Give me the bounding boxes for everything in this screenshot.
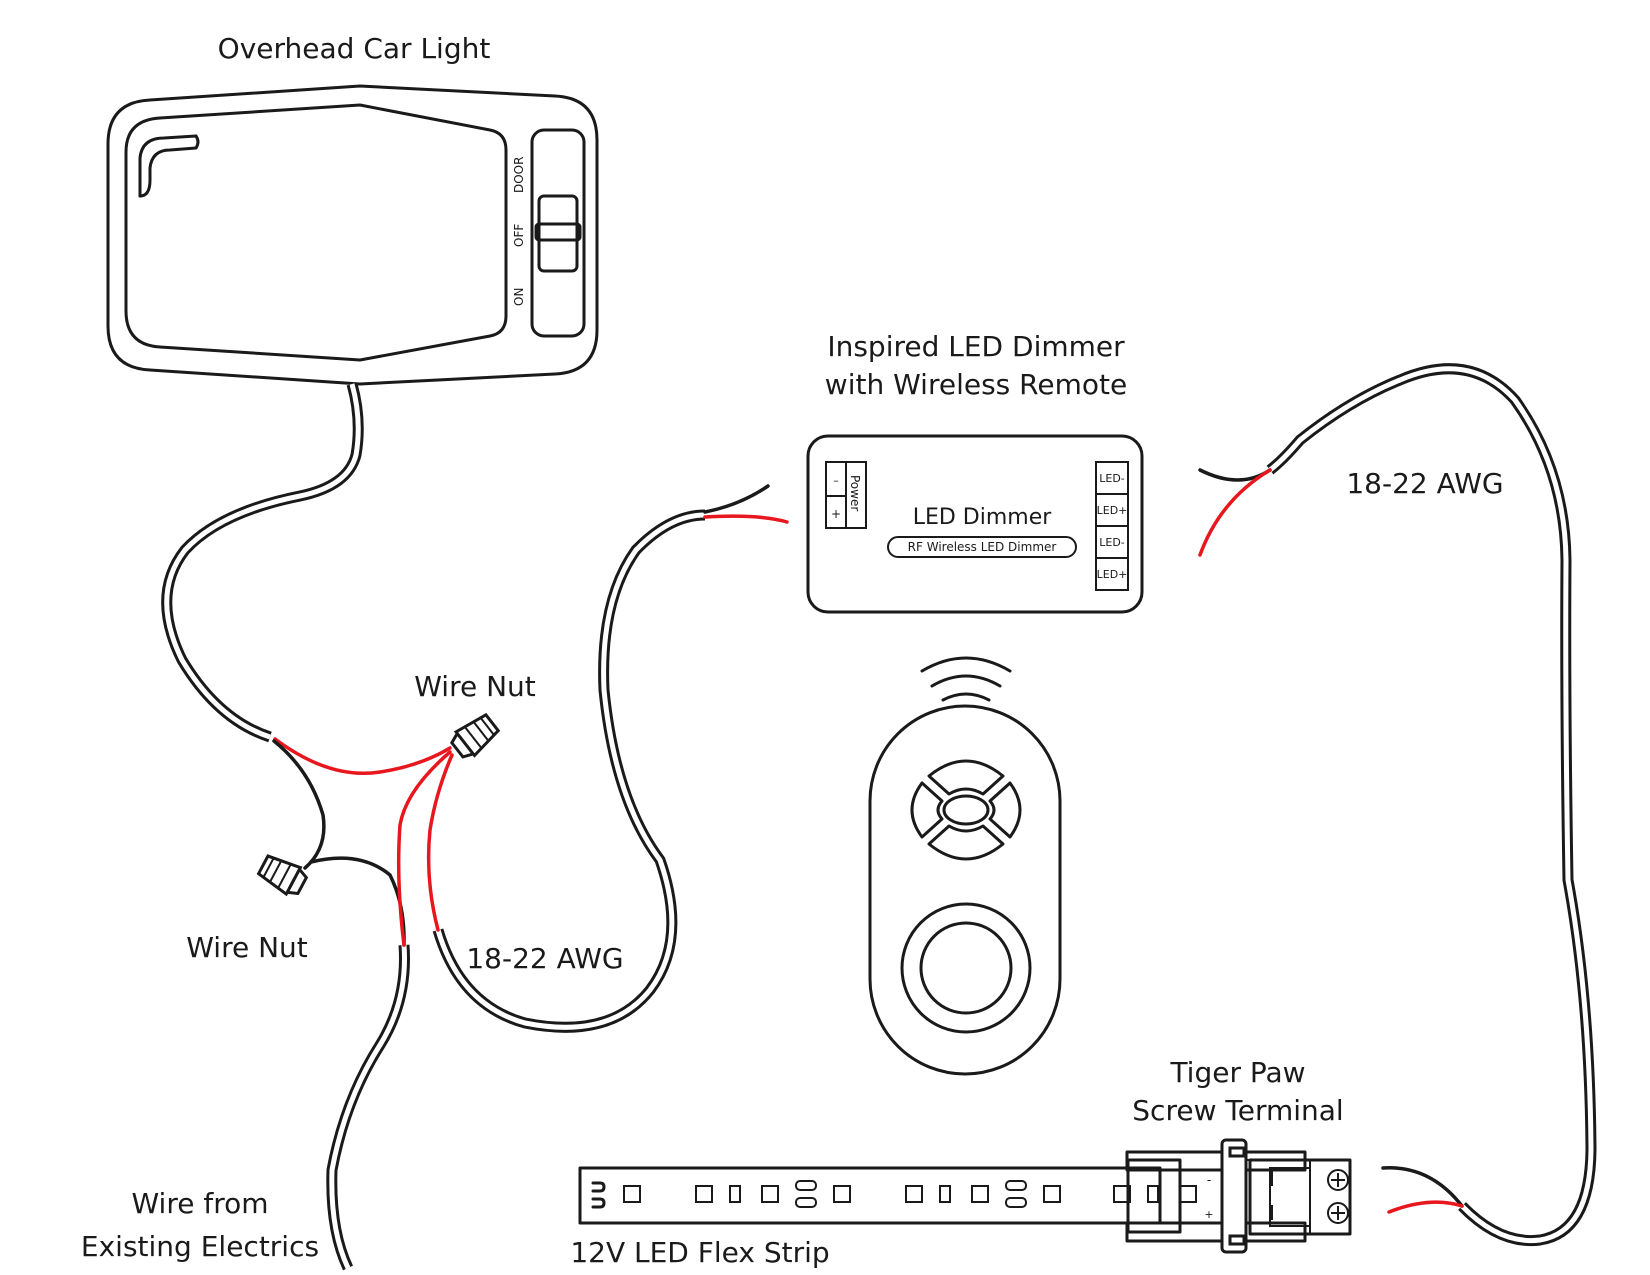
wire-nut-icon (256, 854, 309, 897)
led-dimmer: – + Power LED Dimmer RF Wireless LED Dim… (806, 434, 1144, 614)
terminal-minus-label: - (1207, 1173, 1211, 1187)
led-flex-strip (578, 1158, 1197, 1234)
switch-label-door: DOOR (512, 157, 526, 193)
wire-nut-icon (450, 712, 501, 759)
power-label: Power (848, 475, 862, 511)
dimmer-title-line2: with Wireless Remote (825, 368, 1127, 401)
overhead-car-light-label: Overhead Car Light (218, 32, 491, 65)
wire-from-label-line2: Existing Electrics (81, 1230, 319, 1263)
output-label-led-plus-1: LED+ (1097, 504, 1128, 517)
switch-label-on: ON (512, 288, 526, 306)
power-plus-label: + (831, 507, 841, 521)
dimmer-name: LED Dimmer (913, 505, 1053, 530)
wireless-remote (868, 704, 1062, 1076)
tiger-paw-label-line1: Tiger Paw (1169, 1056, 1305, 1089)
output-label-led-plus-2: LED+ (1097, 568, 1128, 581)
wire-from-label-line1: Wire from (131, 1187, 268, 1220)
wire-nut-top-label: Wire Nut (414, 670, 536, 703)
output-label-led-minus-2: LED- (1099, 536, 1125, 549)
led-strip-label: 12V LED Flex Strip (570, 1236, 829, 1269)
awg-right-label: 18-22 AWG (1346, 467, 1503, 500)
terminal-plus-label: + (1204, 1208, 1213, 1221)
awg-left-label: 18-22 AWG (466, 942, 623, 975)
tiger-paw-label-line2: Screw Terminal (1132, 1094, 1343, 1127)
switch-label-off: OFF (512, 224, 526, 247)
power-minus-label: – (833, 474, 839, 487)
left-awg-cable (426, 484, 789, 1033)
wire-nut-left-label: Wire Nut (186, 931, 308, 964)
screw-icon (1327, 1202, 1349, 1224)
tiger-paw-terminal: - + (1125, 1138, 1352, 1254)
wireless-signal-icon (920, 656, 1012, 702)
dimmer-subtitle: RF Wireless LED Dimmer (908, 540, 1057, 554)
screw-icon (1327, 1169, 1349, 1191)
right-awg-cable (1198, 363, 1597, 1247)
existing-electrics-cable (309, 750, 452, 1271)
dimmer-title-line1: Inspired LED Dimmer (827, 330, 1125, 363)
output-label-led-minus-1: LED- (1099, 472, 1125, 485)
overhead-car-light: DOOR OFF ON (106, 84, 599, 386)
light-cable (161, 382, 452, 870)
